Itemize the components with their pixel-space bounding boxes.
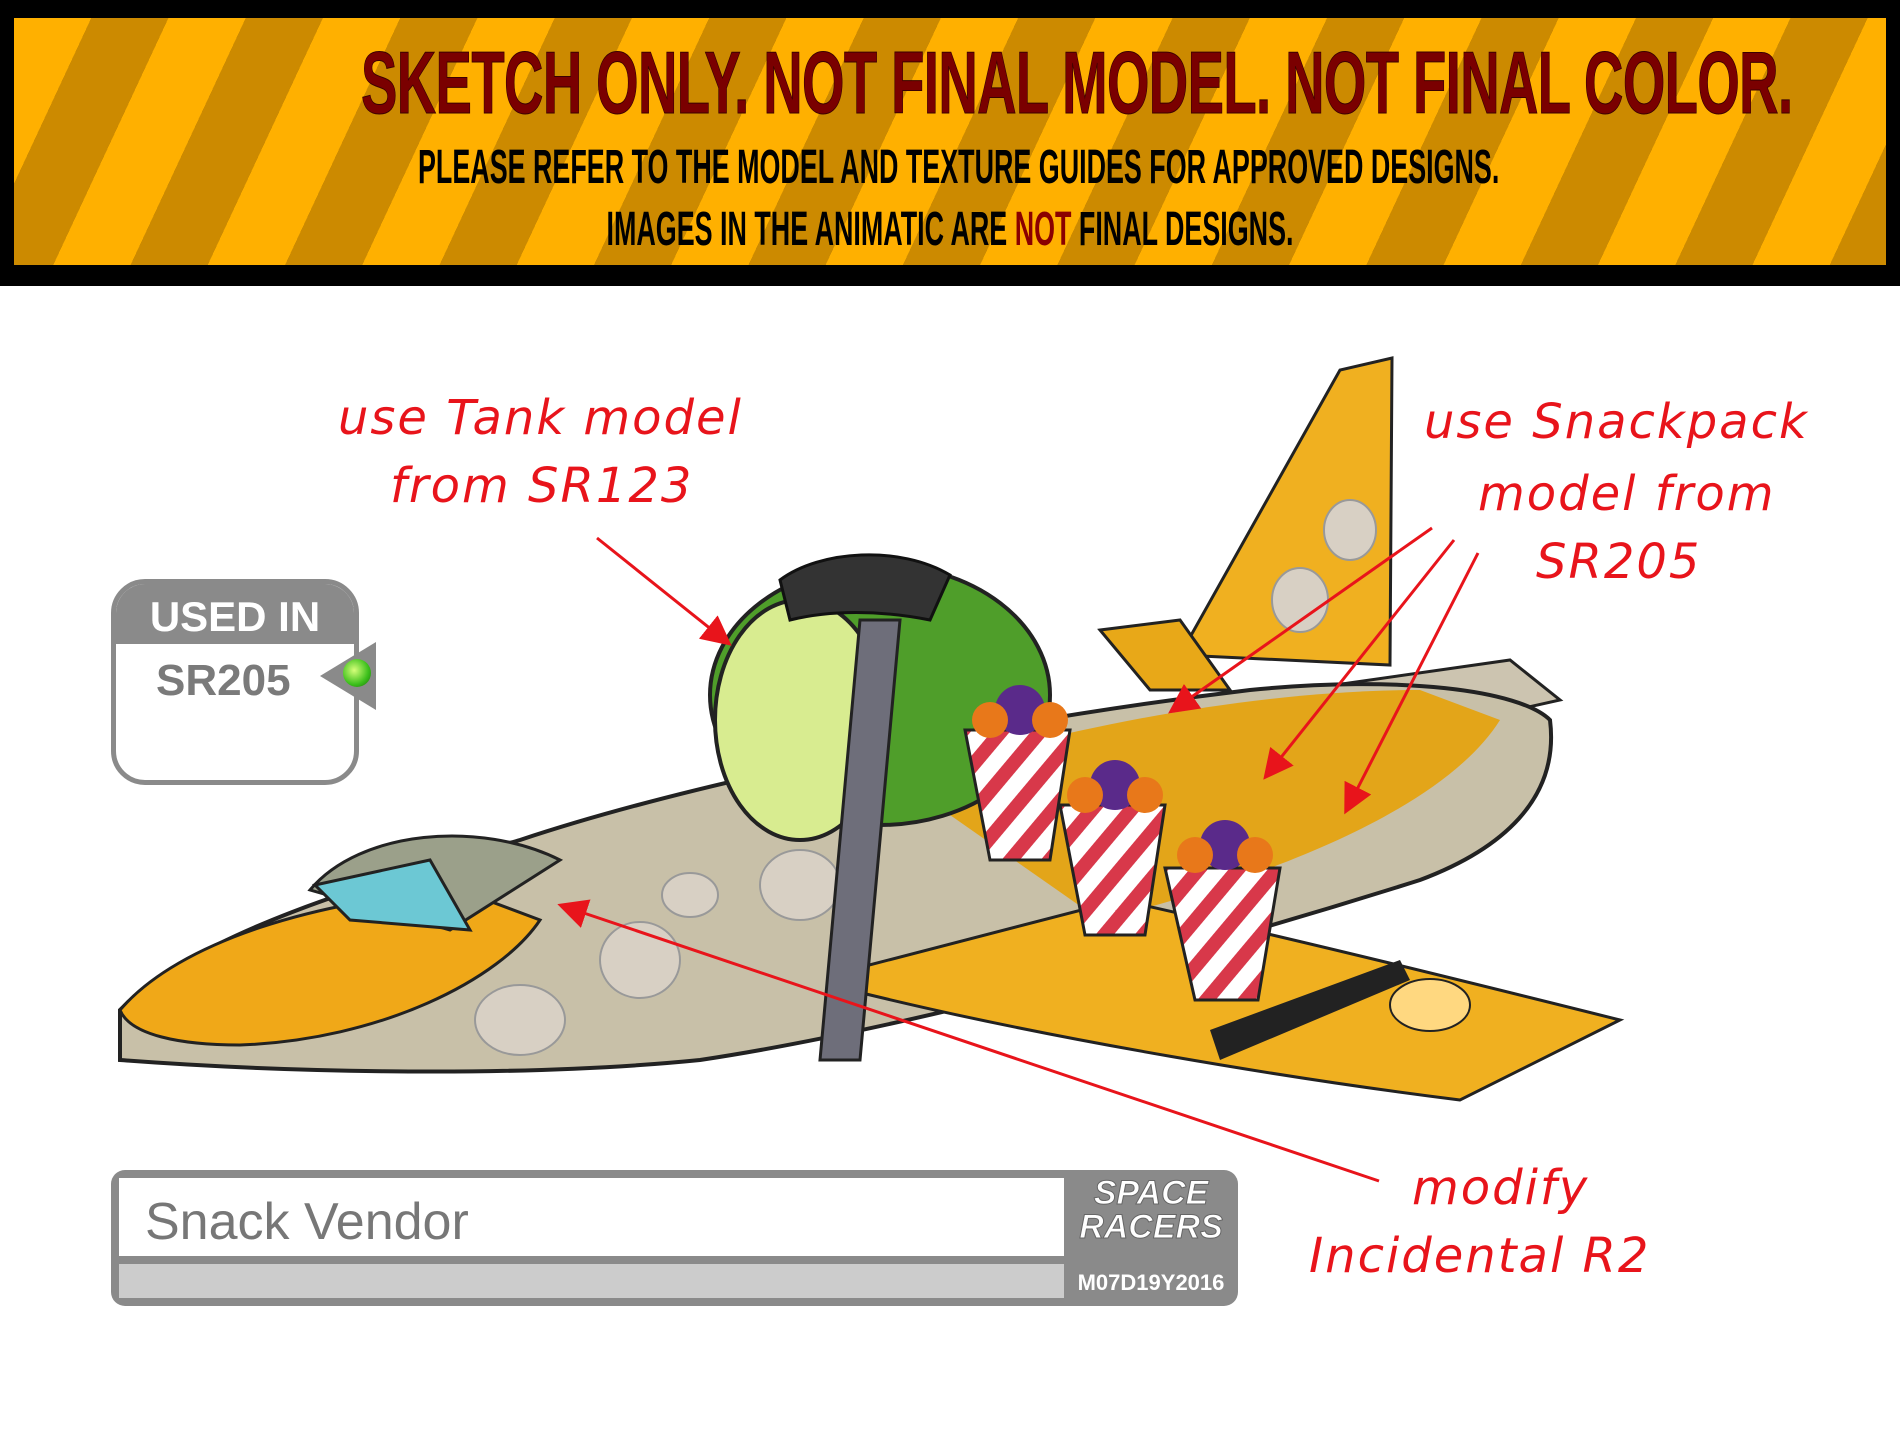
note-tank-2: from SR123 (390, 458, 694, 514)
note-snack-3: SR205 (1536, 534, 1702, 590)
title-plate-sub (119, 1264, 1064, 1298)
banner-line-3: IMAGES IN THE ANIMATIC ARE NOT FINAL DES… (418, 202, 1482, 257)
note-tank-1: use Tank model (338, 390, 743, 446)
banner-line-3-emphasis: NOT (1014, 203, 1072, 256)
tank (708, 553, 1052, 1062)
space-racers-logo: SPACE RACERS (1071, 1176, 1231, 1258)
note-snack-2: model from (1478, 466, 1776, 522)
asset-name: Snack Vendor (145, 1193, 469, 1251)
snackpack-arrow-3 (1344, 552, 1480, 815)
snack-cups (963, 685, 1282, 1002)
logo-line-1: SPACE (1093, 1174, 1209, 1212)
note-modify-1: modify (1412, 1160, 1590, 1216)
snackpack-arrow-2 (1263, 539, 1456, 780)
tank-arrow (596, 536, 732, 646)
annotation-arrows (557, 526, 1480, 1183)
note-snack-1: use Snackpack (1424, 394, 1809, 450)
used-in-value: SR205 (156, 656, 291, 705)
logo-line-2: RACERS (1079, 1208, 1224, 1246)
note-modify-2: Incidental R2 (1309, 1228, 1651, 1284)
title-plate: Snack Vendor SPACE RACERS M07D19Y2016 (111, 1170, 1238, 1306)
used-in-badge: USED IN SR205 (111, 579, 359, 785)
hazard-stripes (14, 18, 1886, 265)
used-in-title: USED IN (116, 584, 354, 644)
banner-line-3-post: FINAL DESIGNS. (1071, 203, 1294, 256)
title-plate-main: Snack Vendor (119, 1178, 1064, 1256)
plane-tail-fin (1097, 356, 1394, 692)
plane-nose (118, 888, 543, 1047)
green-indicator-light-icon (343, 659, 371, 687)
banner-line-2: PLEASE REFER TO THE MODEL AND TEXTURE GU… (418, 141, 1500, 194)
banner-line-3-pre: IMAGES IN THE ANIMATIC ARE (606, 203, 1015, 256)
warning-banner: SKETCH ONLY. NOT FINAL MODEL. NOT FINAL … (0, 0, 1900, 286)
fuselage-spots (474, 499, 1377, 1056)
date-stamp: M07D19Y2016 (1077, 1270, 1225, 1295)
plane-cockpit (307, 834, 564, 932)
snackpack-arrow-1 (1168, 526, 1433, 714)
modify-arrow (557, 899, 1380, 1183)
